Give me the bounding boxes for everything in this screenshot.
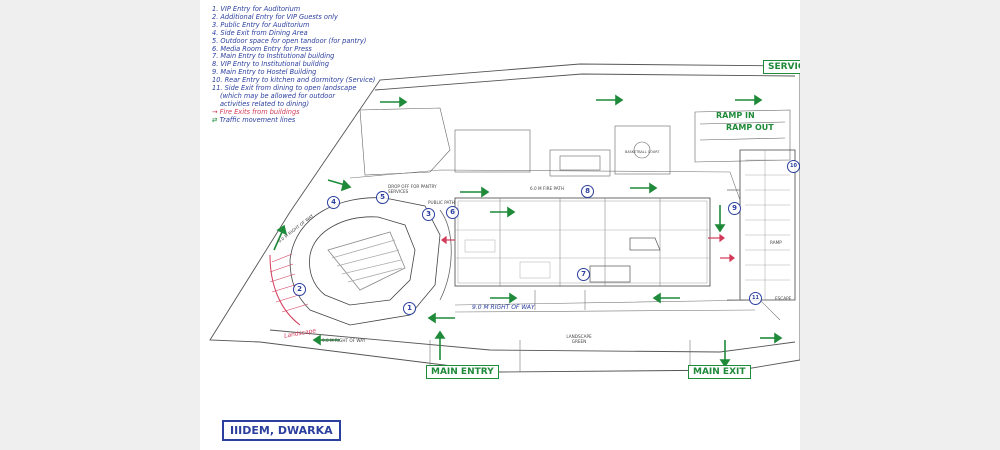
marker-10: 10 xyxy=(787,160,800,173)
legend-item: 9. Main Entry to Hostel Building xyxy=(212,68,317,77)
marker-1: 1 xyxy=(403,302,416,315)
drop-off-label: DROP OFF FOR PANTRY SERVICES xyxy=(388,184,437,194)
legend-item: 11. Side Exit from dining to open landsc… xyxy=(212,84,357,93)
public-path-label: PUBLIC PATH xyxy=(428,200,455,205)
legend-fire-exit: → Fire Exits from buildings xyxy=(212,107,412,117)
landscape-green-label: LANDSCAPE GREEN xyxy=(566,334,592,344)
legend-fire-exit-label: Fire Exits from buildings xyxy=(219,107,300,116)
legend-item: 2. Additional Entry for VIP Guests only xyxy=(212,12,338,21)
legend-item: 6. Media Room Entry for Press xyxy=(212,44,312,53)
marker-8: 8 xyxy=(581,185,594,198)
legend-traffic-label: Traffic movement lines xyxy=(219,115,296,124)
service-label: SERVICE xyxy=(763,60,800,74)
ramp-small-label: RAMP xyxy=(770,240,782,245)
legend: 1. VIP Entry for Auditorium 2. Additiona… xyxy=(212,5,412,125)
marker-2: 2 xyxy=(293,283,306,296)
legend-item: 7. Main Entry to Institutional building xyxy=(212,52,335,61)
fire-path-label: 6.0 M FIRE PATH xyxy=(530,186,564,191)
legend-item: 5. Outdoor space for open tandoor (for p… xyxy=(212,36,367,45)
marker-4: 4 xyxy=(327,196,340,209)
main-entry-label: MAIN ENTRY xyxy=(426,365,499,379)
main-exit-label: MAIN EXIT xyxy=(688,365,751,379)
legend-item: 1. VIP Entry for Auditorium xyxy=(212,5,301,13)
legend-item: 3. Public Entry for Auditorium xyxy=(212,20,310,29)
institutional-building xyxy=(454,197,711,287)
ramp-in-label: RAMP IN xyxy=(716,111,755,120)
fire-exit-arrows xyxy=(441,233,735,263)
legend-item: 10. Rear Entry to kitchen and dormitory … xyxy=(212,76,376,85)
red-arrow-icon: → xyxy=(212,107,218,116)
court-label: BASKETBALL COURT xyxy=(625,150,660,154)
marker-3: 3 xyxy=(422,208,435,221)
row-road-label: 9.0 M RIGHT OF WAY xyxy=(472,304,535,311)
project-title: IIIDEM, DWARKA xyxy=(222,420,341,441)
legend-traffic: ⇄ Traffic movement lines xyxy=(212,115,412,125)
legend-item: 8. VIP Entry to Institutional building xyxy=(212,60,330,69)
marker-6: 6 xyxy=(446,206,459,219)
hostel-building xyxy=(727,149,796,301)
legend-item: 4. Side Exit from Dining Area xyxy=(212,28,308,37)
landscape-hatch xyxy=(269,253,309,326)
marker-9: 9 xyxy=(728,202,741,215)
site-plan-sheet: 1. VIP Entry for Auditorium 2. Additiona… xyxy=(200,0,800,450)
auditorium-building xyxy=(289,197,452,326)
traffic-arrows xyxy=(273,94,783,368)
site-boundary xyxy=(209,63,800,373)
green-double-arrow-icon: ⇄ xyxy=(212,115,218,124)
ramp-out-label: RAMP OUT xyxy=(726,123,774,132)
top-courts xyxy=(359,107,791,177)
legend-item: activities related to dining) xyxy=(220,99,310,108)
marker-7: 7 xyxy=(577,268,590,281)
row-bottom-label: 9.0 M RIGHT OF WAY xyxy=(322,338,366,343)
site-plan-drawing xyxy=(209,63,800,373)
marker-5: 5 xyxy=(376,191,389,204)
legend-item: (which may be allowed for outdoor xyxy=(220,91,336,100)
marker-11: 11 xyxy=(749,292,762,305)
escape-label: ESCAPE xyxy=(775,296,792,301)
